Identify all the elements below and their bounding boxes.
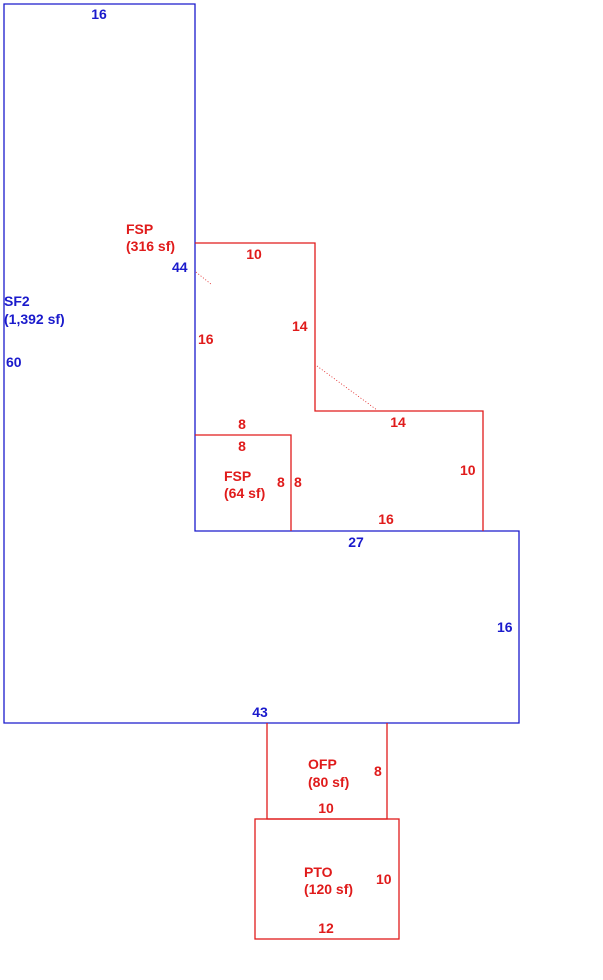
dim-fsp-right-upper: 14 [292,318,308,334]
dim-sf2-left: 60 [6,354,22,370]
pto-outline [254,818,400,940]
dim-sf2-inner: 44 [172,259,188,275]
dim-pto-bottom: 12 [318,920,334,936]
pto-code-label: PTO [304,864,333,880]
dim-fsp-small-top-outer: 8 [238,416,246,432]
ofp-code-label: OFP [308,756,337,772]
dim-ofp-right: 8 [374,763,382,779]
dim-ofp-bottom: 10 [318,800,334,816]
dim-fsp-small-side-inner: 8 [277,474,285,490]
fsp-large-code-label: FSP [126,221,153,237]
sf2-code-label: SF2 [4,293,30,309]
fsp-dotted-connector-lower [316,365,378,411]
fsp-large-area-label: (316 sf) [126,238,175,254]
sf2-area-label: (1,392 sf) [4,311,65,327]
pto-area-label: (120 sf) [304,881,353,897]
dim-pto-right: 10 [376,871,392,887]
fsp-small-outline [195,434,292,531]
dim-sf2-step: 27 [348,534,364,550]
fsp-dotted-connector-upper [195,271,213,286]
dim-fsp-top: 10 [246,246,262,262]
dim-sf2-bottom: 43 [252,704,268,720]
sf2-outline [3,3,520,724]
dim-fsp-step: 14 [390,414,406,430]
dim-sf2-right: 16 [497,619,513,635]
ofp-area-label: (80 sf) [308,774,349,790]
fsp-small-code-label: FSP [224,468,251,484]
dim-fsp-small-top-inner: 8 [238,438,246,454]
dim-sf2-top: 16 [91,6,107,22]
dim-fsp-right-lower: 10 [460,462,476,478]
dim-fsp-small-side-outer: 8 [294,474,302,490]
fsp-small-area-label: (64 sf) [224,485,265,501]
dim-fsp-left: 16 [198,331,214,347]
fsp-large-outline [195,242,484,531]
dim-fsp-bottom: 16 [378,511,394,527]
